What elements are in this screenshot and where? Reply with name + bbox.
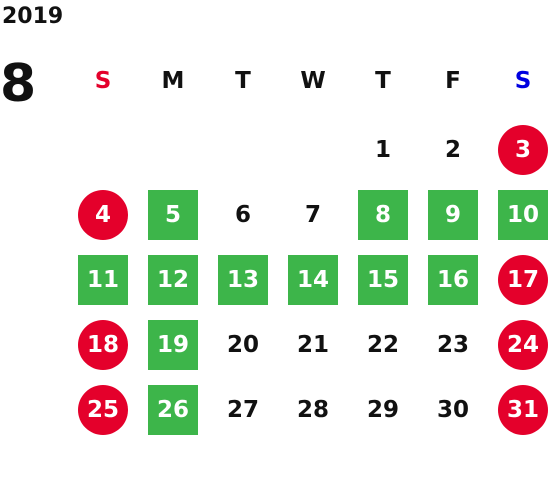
day-cell-18[interactable]: 18	[78, 320, 128, 370]
day-cell-31[interactable]: 31	[498, 385, 548, 435]
day-cell-22[interactable]: 22	[366, 332, 399, 358]
year-label: 2019	[2, 4, 64, 29]
weekday-monday: M	[161, 68, 185, 94]
day-cell-20[interactable]: 20	[226, 332, 259, 358]
day-cell-25[interactable]: 25	[78, 385, 128, 435]
day-cell-5[interactable]: 5	[148, 190, 198, 240]
day-cell-2[interactable]: 2	[444, 137, 461, 163]
day-cell-14[interactable]: 14	[288, 255, 338, 305]
day-cell-16[interactable]: 16	[428, 255, 478, 305]
day-cell-11[interactable]: 11	[78, 255, 128, 305]
day-cell-3[interactable]: 3	[498, 125, 548, 175]
day-cell-15[interactable]: 15	[358, 255, 408, 305]
weekday-tuesday: T	[235, 68, 251, 94]
month-number: 8	[0, 54, 37, 114]
day-cell-13[interactable]: 13	[218, 255, 268, 305]
day-cell-27[interactable]: 27	[226, 397, 259, 423]
day-cell-21[interactable]: 21	[296, 332, 329, 358]
day-cell-30[interactable]: 30	[436, 397, 469, 423]
day-cell-12[interactable]: 12	[148, 255, 198, 305]
day-cell-24[interactable]: 24	[498, 320, 548, 370]
day-cell-10[interactable]: 10	[498, 190, 548, 240]
day-cell-7[interactable]: 7	[304, 202, 321, 228]
day-cell-8[interactable]: 8	[358, 190, 408, 240]
weekday-saturday: S	[514, 68, 532, 94]
day-cell-4[interactable]: 4	[78, 190, 128, 240]
day-cell-6[interactable]: 6	[234, 202, 251, 228]
weekday-thursday: T	[375, 68, 391, 94]
weekday-sunday: S	[94, 68, 112, 94]
day-cell-29[interactable]: 29	[366, 397, 399, 423]
weekday-wednesday: W	[300, 68, 326, 94]
day-cell-17[interactable]: 17	[498, 255, 548, 305]
day-cell-9[interactable]: 9	[428, 190, 478, 240]
day-cell-19[interactable]: 19	[148, 320, 198, 370]
day-cell-26[interactable]: 26	[148, 385, 198, 435]
day-cell-23[interactable]: 23	[436, 332, 469, 358]
day-cell-28[interactable]: 28	[296, 397, 329, 423]
weekday-friday: F	[445, 68, 461, 94]
day-cell-1[interactable]: 1	[374, 137, 391, 163]
